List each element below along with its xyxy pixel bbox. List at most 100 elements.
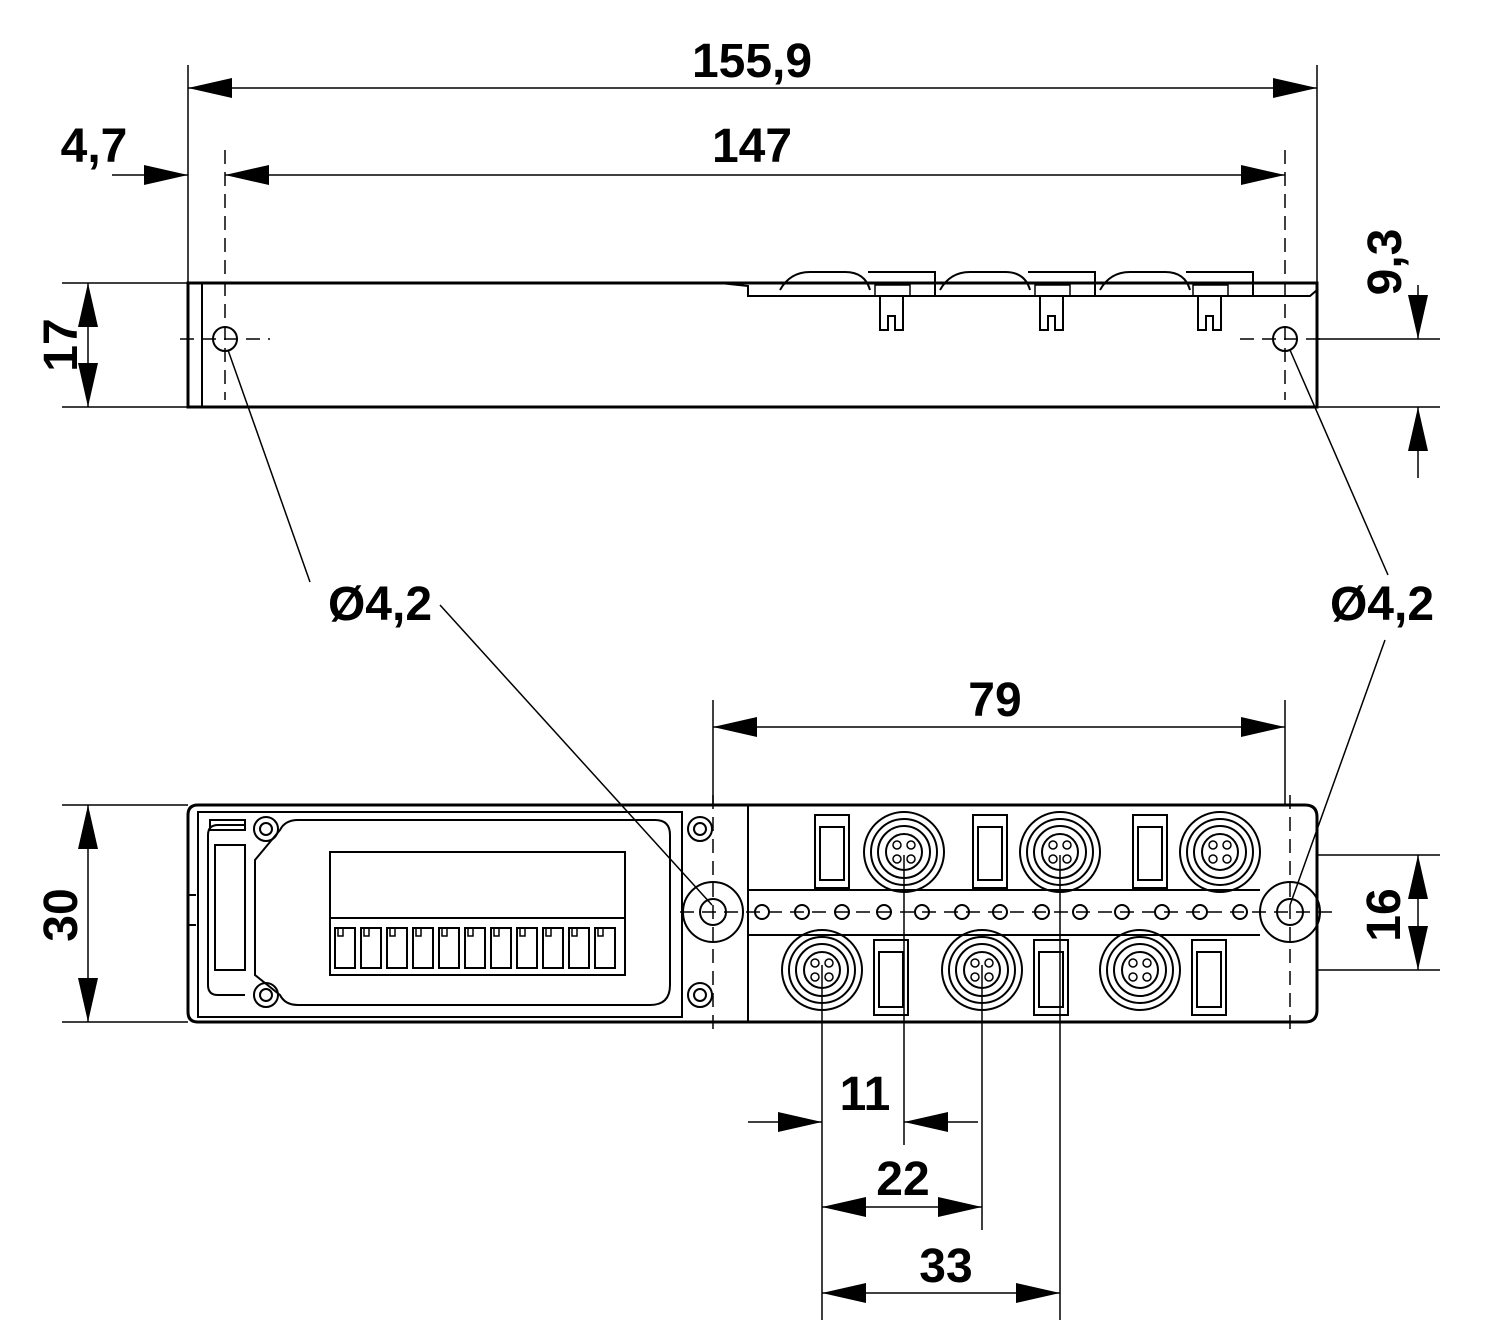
dim-label-hole-spacing: 147 (712, 120, 792, 173)
terminal-block (334, 927, 616, 969)
locking-clip-window (977, 826, 1003, 881)
side-clips (874, 284, 1229, 331)
side-view (180, 150, 1320, 409)
dim-hole-spacing: 147 (225, 120, 1285, 185)
terminal-pin-clip (493, 928, 500, 937)
m8-connector-outer (1099, 929, 1181, 1011)
dim-label-hole-edge-offset: 4,7 (61, 120, 128, 173)
m8-connector-pin (1208, 854, 1218, 864)
m8-connector-pin (892, 840, 902, 850)
led-indicator (1232, 904, 1248, 920)
led-indicator (914, 904, 930, 920)
locking-clip (814, 814, 850, 889)
terminal-pin (412, 927, 434, 969)
m8-connector-pin (1222, 840, 1232, 850)
dim-label-hole-diameter-right: Ø4,2 (1330, 578, 1434, 631)
terminal-pin-clip (571, 928, 578, 937)
dim-connector-row-spacing: 16 (1317, 854, 1440, 971)
m8-connector-pin (1222, 854, 1232, 864)
led-indicator (1114, 904, 1130, 920)
led-indicator (1154, 904, 1170, 920)
m8-connector-ring (1186, 818, 1254, 886)
m8-connector-pin (1208, 840, 1218, 850)
dim-label-pitch-33: 33 (919, 1240, 972, 1293)
terminal-pin-clip (519, 928, 526, 937)
dim-side-height: 17 (35, 282, 188, 408)
terminal-pin-clip (337, 928, 344, 937)
dim-label-hole-height: 9,3 (1359, 229, 1412, 296)
led-indicator (954, 904, 970, 920)
locking-clip (873, 939, 909, 1016)
locking-clip-window (1137, 826, 1163, 881)
led-indicator (1072, 904, 1088, 920)
locking-clip (1033, 939, 1069, 1016)
m8-connector-pin (824, 972, 834, 982)
terminal-pin (490, 927, 512, 969)
m8-connector-pin (906, 840, 916, 850)
dim-label-side-height: 17 (35, 318, 88, 371)
terminal-pin-clip (363, 928, 370, 937)
dim-label-hole-diameter-left: Ø4,2 (328, 578, 432, 631)
dim-width: 30 (35, 804, 188, 1023)
m8-connector-ring-inner (1193, 825, 1247, 879)
m8-connector-ring (1106, 936, 1174, 1004)
led-indicator (992, 904, 1008, 920)
m8-connector-pin (1128, 972, 1138, 982)
label-window (329, 851, 626, 976)
terminal-pin (438, 927, 460, 969)
dim-label-width: 30 (35, 888, 88, 941)
screw-icons (253, 816, 713, 1008)
m8-connector-pin (810, 958, 820, 968)
m8-connector-outer (1179, 811, 1261, 893)
m8-connector-face (1121, 951, 1159, 989)
locking-clip (1132, 814, 1168, 889)
terminal-pin-clip (467, 928, 474, 937)
led-indicator (1034, 904, 1050, 920)
front-view (186, 795, 1335, 1030)
m8-connector-pin (1048, 840, 1058, 850)
dim-pitch-33: 33 (822, 1240, 1060, 1303)
m8-connector-pin (1062, 854, 1072, 864)
leader-hole-diameter-right: Ø4,2 (1289, 349, 1434, 906)
dim-hole-height: 9,3 (1317, 229, 1440, 478)
terminal-pin (516, 927, 538, 969)
led-row (754, 904, 1248, 920)
m8-connector-pin (1142, 972, 1152, 982)
m8-connector-pin (892, 854, 902, 864)
connector-row (781, 811, 1261, 1016)
m8-connector-pin (1142, 958, 1152, 968)
m8-connector-pin (810, 972, 820, 982)
dim-label-connector-row-spacing: 16 (1358, 888, 1411, 941)
locking-clip (1191, 939, 1227, 1016)
front-body-outline (186, 803, 1319, 1024)
terminal-pin-clip (441, 928, 448, 937)
terminal-pin (464, 927, 486, 969)
terminal-pin (542, 927, 564, 969)
m8-connector-pin (1062, 840, 1072, 850)
m8-connector-pin (970, 972, 980, 982)
dim-label-pitch-11: 11 (840, 1068, 891, 1121)
terminal-pin-clip (389, 928, 396, 937)
dim-pitch-22: 22 (822, 1153, 982, 1217)
m8-connector-face (1201, 833, 1239, 871)
terminal-pin (386, 927, 408, 969)
dim-label-pitch-22: 22 (876, 1153, 929, 1206)
m8-connector-pin (1128, 958, 1138, 968)
m8-connector-pin (984, 972, 994, 982)
dim-pitch-extension-lines (821, 855, 1061, 1320)
leader-hole-diameter-left: Ø4,2 (227, 349, 713, 906)
dim-overall-length: 155,9 (188, 35, 1317, 98)
terminal-pin (568, 927, 590, 969)
led-indicator (834, 904, 850, 920)
led-indicator (794, 904, 810, 920)
m8-connector-pin (824, 958, 834, 968)
led-indicator (754, 904, 770, 920)
dim-pitch-11: 11 (748, 1068, 978, 1132)
m8-connector-ring-inner (1113, 943, 1167, 997)
locking-clip (972, 814, 1008, 889)
m8-connector-pin (906, 854, 916, 864)
led-indicator (1192, 904, 1208, 920)
dim-hole-edge-offset: 4,7 (61, 120, 188, 185)
locking-clip-window (878, 951, 904, 1008)
terminal-pin (334, 927, 356, 969)
